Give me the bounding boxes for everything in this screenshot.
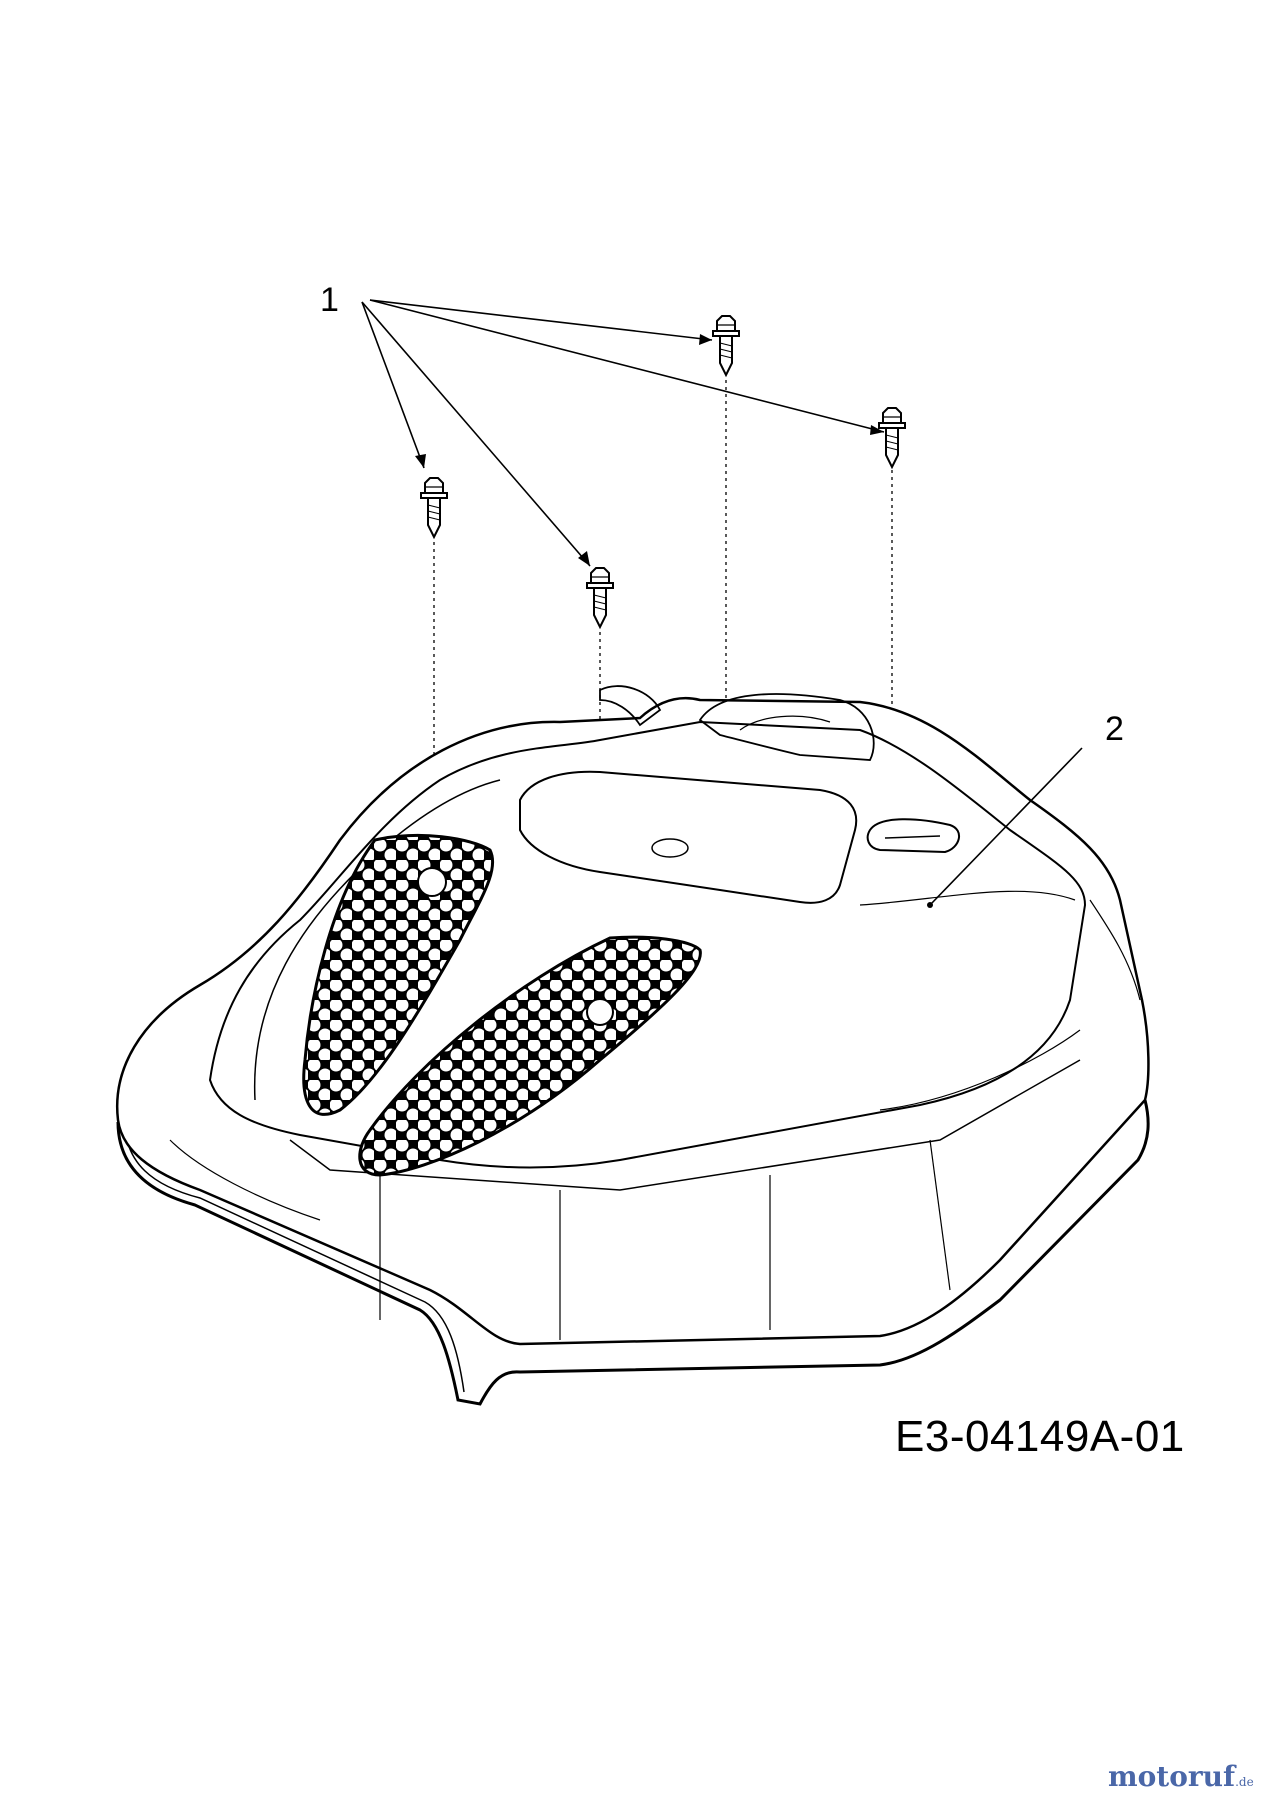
left-grille [302, 834, 495, 1116]
callout-2-leader [929, 747, 1083, 906]
right-grille [358, 935, 702, 1177]
callout-label-1: 1 [320, 281, 339, 319]
screw-4 [878, 407, 906, 468]
callout-2-dot [927, 902, 933, 908]
diagram-part-number: E3-04149A-01 [895, 1412, 1185, 1461]
screw-3 [712, 315, 740, 376]
watermark-brand: motoruf [1108, 1760, 1236, 1793]
watermark-logo: motoruf.de [1108, 1760, 1254, 1793]
callout-label-2: 2 [1105, 710, 1124, 748]
callout-1-arrowheads [415, 334, 884, 566]
watermark-tld: .de [1235, 1775, 1254, 1789]
screw-1 [420, 477, 448, 538]
screw-2 [586, 567, 614, 628]
engine-cover [115, 685, 1150, 1406]
callout-1-leaders [361, 299, 885, 567]
